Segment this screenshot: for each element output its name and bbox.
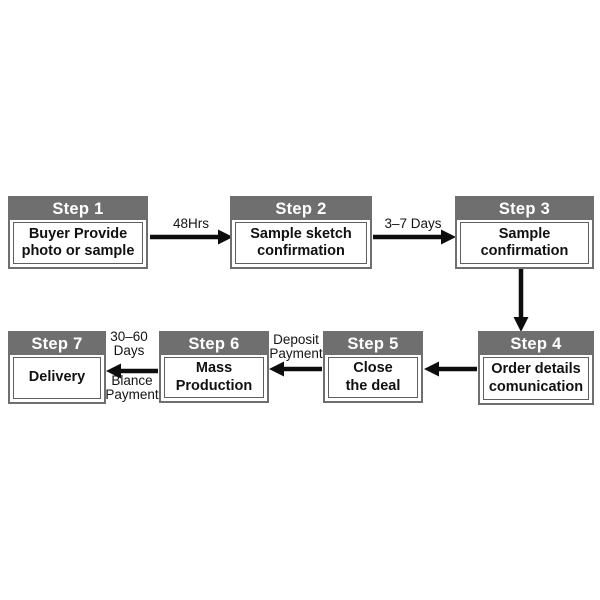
step-5-header: Step 5	[325, 333, 421, 355]
step-6-header: Step 6	[161, 333, 267, 355]
step-box-7: Step 7 Delivery	[8, 331, 106, 404]
step-box-1: Step 1 Buyer Provide photo or sample	[8, 196, 148, 269]
step-6-body: Mass Production	[164, 357, 264, 398]
step-2-body: Sample sketch confirmation	[235, 222, 367, 264]
step-7-body: Delivery	[13, 357, 101, 399]
step-box-3: Step 3 Sample confirmation	[455, 196, 594, 269]
arrow-label-3-7-days: 3–7 Days	[384, 216, 442, 231]
step-1-header: Step 1	[10, 198, 146, 220]
step-4-body: Order details comunication	[483, 357, 589, 400]
step-box-2: Step 2 Sample sketch confirmation	[230, 196, 372, 269]
step-2-text: Sample sketch confirmation	[250, 225, 352, 259]
step-5-text: Close the deal	[345, 360, 401, 394]
arrow-step1-to-step2	[150, 229, 233, 245]
step-5-body: Close the deal	[328, 357, 418, 398]
arrow-label-30-60-days: 30–60 Days	[110, 329, 148, 359]
step-7-text: Delivery	[28, 369, 86, 386]
step-7-header: Step 7	[10, 333, 104, 355]
step-4-header: Step 4	[480, 333, 592, 355]
step-3-text: Sample confirmation	[480, 225, 569, 259]
arrow-label-blance-payment: Blance Payment	[105, 373, 159, 403]
step-box-5: Step 5 Close the deal	[323, 331, 423, 403]
step-1-text: Buyer Provide photo or sample	[21, 225, 135, 259]
step-1-body: Buyer Provide photo or sample	[13, 222, 143, 264]
arrow-step3-to-step4	[513, 269, 529, 332]
step-4-text: Order details comunication	[488, 361, 584, 395]
step-3-body: Sample confirmation	[460, 222, 589, 264]
arrow-step2-to-step3	[373, 229, 456, 245]
step-box-6: Step 6 Mass Production	[159, 331, 269, 403]
arrow-step4-to-step5	[424, 361, 477, 377]
step-6-text: Mass Production	[175, 360, 253, 394]
arrow-step5-to-step6	[269, 361, 322, 377]
arrow-label-48hrs: 48Hrs	[172, 216, 210, 231]
arrow-label-deposit-payment: Deposit Payment	[269, 332, 323, 362]
step-3-header: Step 3	[457, 198, 592, 220]
step-2-header: Step 2	[232, 198, 370, 220]
step-box-4: Step 4 Order details comunication	[478, 331, 594, 405]
